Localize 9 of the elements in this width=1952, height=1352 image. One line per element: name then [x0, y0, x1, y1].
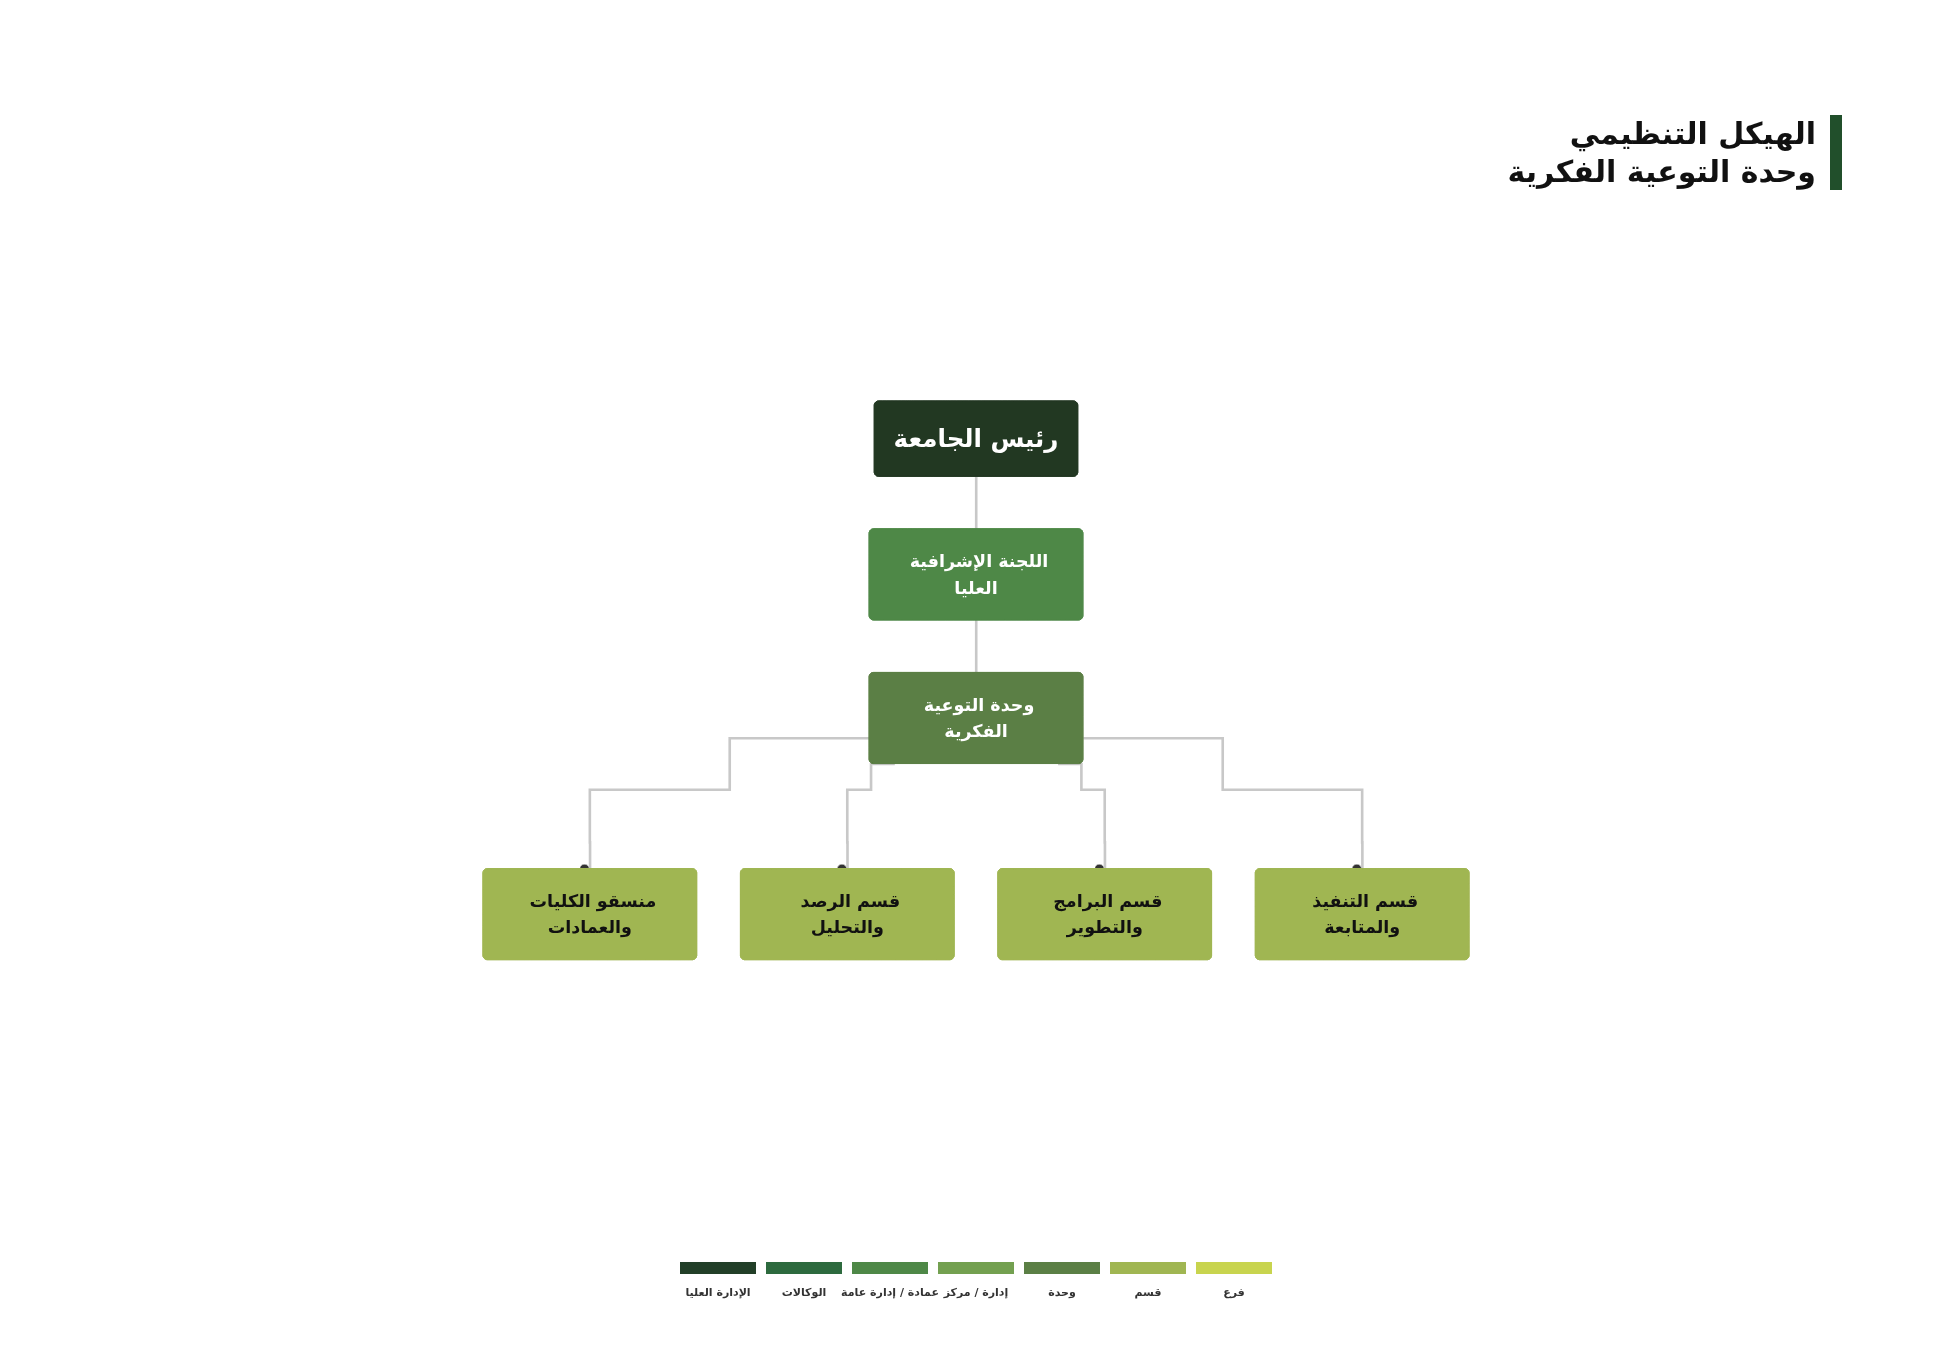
connector [974, 618, 978, 674]
legend-label: قسم [1134, 1286, 1162, 1299]
legend-label: إدارة / مركز [943, 1286, 1009, 1299]
legend-label: عمادة / إدارة عامة [841, 1286, 939, 1299]
legend-label: الوكالات [781, 1286, 827, 1299]
legend-label: وحدة [1048, 1286, 1076, 1299]
chart-title: الهيكل التنظيمي وحدة التوعية الفكرية [1496, 115, 1842, 190]
legend-label: الإدارة العليا [685, 1286, 751, 1299]
legend-label: فرع [1223, 1286, 1245, 1299]
